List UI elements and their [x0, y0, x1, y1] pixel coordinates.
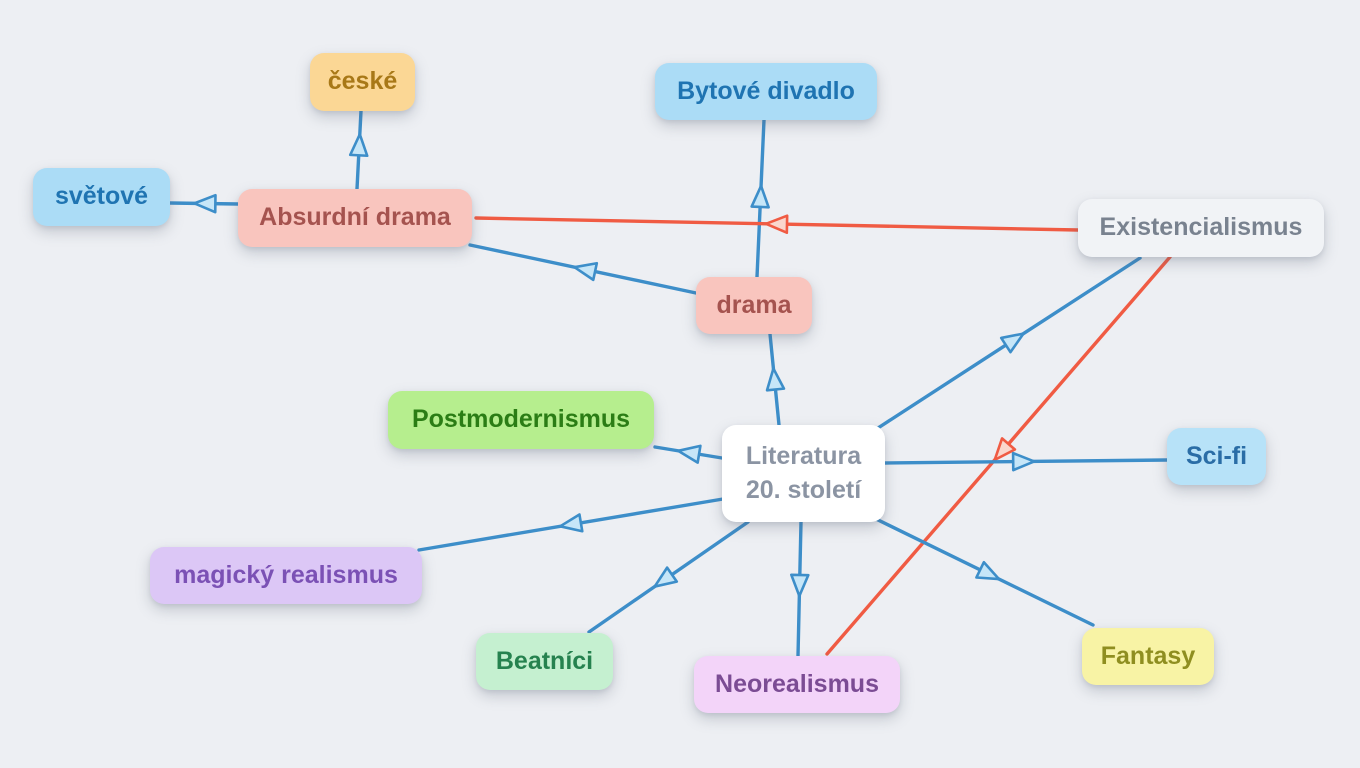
node-label: magický realismus	[174, 560, 398, 589]
node-postmodernismus[interactable]: Postmodernismus	[388, 391, 654, 449]
arrowhead-literatura-20-stoleti-to-magicky-realismus	[558, 513, 584, 533]
node-literatura-20-stoleti[interactable]: Literatura 20. století	[722, 425, 885, 522]
arrowhead-absurdni-drama-to-ceske	[348, 133, 369, 158]
arrowhead-literatura-20-stoleti-to-existencialismus	[999, 332, 1025, 354]
node-label: Fantasy	[1100, 641, 1196, 670]
node-label: Beatníci	[495, 646, 594, 675]
node-sci-fi[interactable]: Sci-fi	[1167, 428, 1266, 485]
arrowhead-absurdni-drama-to-svetove	[193, 193, 217, 214]
node-label: světové	[54, 182, 149, 211]
arrowhead-drama-to-absurdni-drama	[573, 261, 599, 282]
arrowhead-drama-to-bytove-divadlo	[750, 184, 770, 209]
node-svetove[interactable]: světové	[33, 168, 170, 226]
arrowhead-literatura-20-stoleti-to-postmodernismus	[677, 444, 702, 464]
node-fantasy[interactable]: Fantasy	[1082, 628, 1214, 685]
node-label: Bytové divadlo	[677, 76, 855, 105]
node-neorealismus[interactable]: Neorealismus	[694, 656, 900, 713]
node-label: Neorealismus	[715, 669, 879, 698]
node-beatnici[interactable]: Beatníci	[476, 633, 613, 690]
node-label: Existencialismus	[1099, 213, 1303, 242]
node-absurdni-drama[interactable]: Absurdní drama	[238, 189, 472, 247]
node-label: Postmodernismus	[411, 405, 631, 434]
node-bytove-divadlo[interactable]: Bytové divadlo	[655, 63, 877, 120]
node-drama[interactable]: drama	[696, 277, 812, 334]
arrowhead-literatura-20-stoleti-to-sci-fi	[1011, 451, 1036, 472]
arrowhead-literatura-20-stoleti-to-drama	[765, 367, 786, 392]
arrowhead-literatura-20-stoleti-to-neorealismus	[790, 573, 810, 598]
node-ceske[interactable]: české	[310, 53, 415, 111]
arrowhead-existencialismus-to-neorealismus	[993, 437, 1017, 462]
node-label: Literatura 20. století	[745, 441, 862, 504]
node-magicky-realismus[interactable]: magický realismus	[150, 547, 422, 604]
arrowhead-existencialismus-to-absurdni-drama	[764, 214, 789, 234]
node-label: drama	[716, 290, 792, 319]
arrowhead-literatura-20-stoleti-to-beatnici	[653, 566, 679, 588]
node-label: české	[327, 67, 398, 96]
node-label: Absurdní drama	[259, 203, 451, 232]
arrowhead-literatura-20-stoleti-to-fantasy	[975, 560, 1001, 581]
node-existencialismus[interactable]: Existencialismus	[1078, 199, 1324, 257]
node-label: Sci-fi	[1185, 441, 1248, 470]
